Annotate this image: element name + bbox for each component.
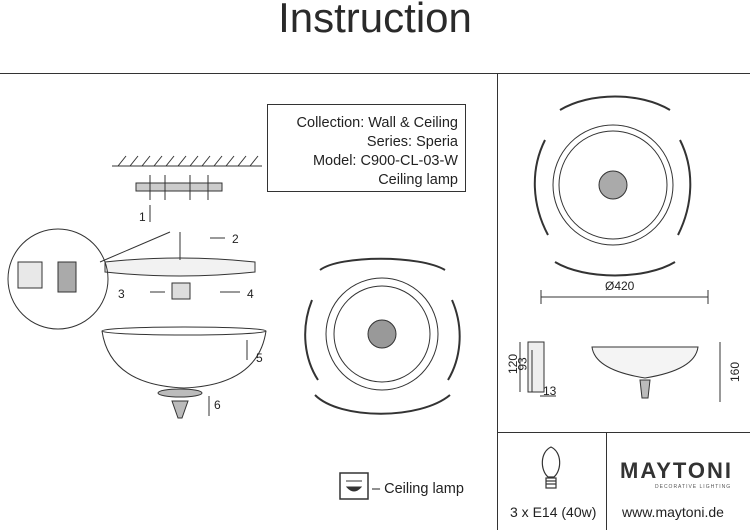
step-3: 3 (118, 287, 125, 301)
top-view-right (533, 95, 692, 277)
page-title: Instruction (278, 0, 472, 41)
step-arrows (149, 205, 248, 416)
model-label: Model: C900-CL-03-W (312, 153, 458, 169)
glass-shade (101, 326, 267, 389)
detail-circle (7, 228, 171, 330)
ceiling-lamp-legend-icon (339, 472, 369, 500)
bulb-icon (541, 446, 561, 489)
mounting-bracket (135, 175, 223, 200)
depth-13-label: 13 (543, 384, 557, 398)
step-1: 1 (139, 210, 146, 224)
bulb-spec: 3 x E14 (40w) (510, 504, 597, 520)
divider-vertical (497, 73, 498, 530)
ceiling-hatch (112, 155, 262, 167)
collection-label: Collection: Wall & Ceiling (296, 115, 458, 131)
brand-logo: MAYTONI (620, 458, 734, 483)
base-plate (104, 232, 256, 300)
series-label: Series: Speria (366, 134, 458, 150)
side-profile (519, 341, 721, 402)
divider-footer (606, 432, 607, 530)
step-4: 4 (247, 287, 254, 301)
diameter-label: Ø420 (605, 279, 635, 293)
legend-label: – Ceiling lamp (372, 481, 464, 497)
finial (157, 388, 203, 419)
height-160-label: 160 (728, 361, 743, 383)
type-label: Ceiling lamp (378, 172, 458, 188)
divider-horizontal (497, 432, 750, 433)
website-link[interactable]: www.maytoni.de (622, 504, 724, 520)
step-5: 5 (256, 351, 263, 365)
step-2: 2 (232, 232, 239, 246)
diameter-dimension (540, 290, 709, 304)
diagram-frame (0, 73, 750, 531)
product-info-box: Collection: Wall & Ceiling Series: Speri… (267, 104, 466, 192)
height-93-label: 93 (515, 357, 530, 371)
step-6: 6 (214, 398, 221, 412)
bottom-view-left (304, 257, 461, 415)
brand-tagline: DECORATIVE LIGHTING (655, 484, 732, 490)
